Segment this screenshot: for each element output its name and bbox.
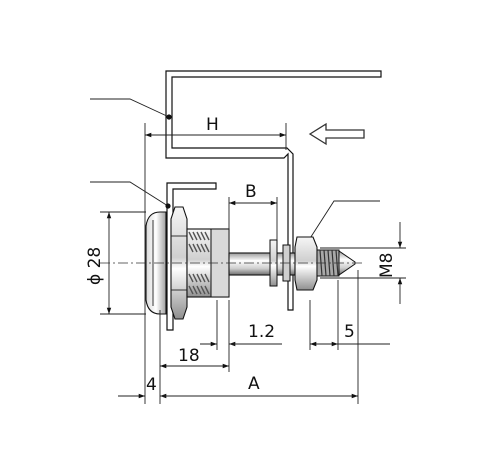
- dimension-diameter: ϕ 28: [85, 212, 112, 314]
- label-thread: M8: [377, 253, 397, 278]
- label-H: H: [206, 115, 219, 135]
- leader-lower-panel: [90, 181, 171, 209]
- dimension-1-2: 1.2: [200, 322, 282, 347]
- dimension-4: 4: [118, 375, 176, 399]
- extension-lines: [100, 123, 406, 404]
- hollow-arrow-left-icon: [308, 122, 365, 146]
- leader-upper-panel: [90, 98, 172, 120]
- dimension-5: 5: [310, 322, 390, 347]
- label-B: B: [245, 182, 257, 202]
- spring-coils: [188, 231, 210, 295]
- door-panel-upper: [165, 70, 382, 311]
- label-diameter: ϕ 28: [85, 247, 105, 285]
- leader-cam-nut: [304, 200, 380, 246]
- dimension-A: A: [160, 374, 358, 399]
- label-A: A: [248, 374, 260, 394]
- label-1-2: 1.2: [248, 322, 275, 342]
- label-4: 4: [146, 375, 157, 395]
- label-5: 5: [344, 322, 355, 342]
- dimension-18: 18: [160, 346, 229, 369]
- dimension-H: H: [145, 115, 286, 138]
- dimension-M8: M8: [377, 222, 403, 304]
- cam-lock-assembly: [100, 206, 364, 320]
- cam-nut: [294, 236, 318, 291]
- label-18: 18: [178, 346, 200, 366]
- dimension-B: B: [229, 182, 277, 206]
- door-panel-lower: [166, 182, 217, 331]
